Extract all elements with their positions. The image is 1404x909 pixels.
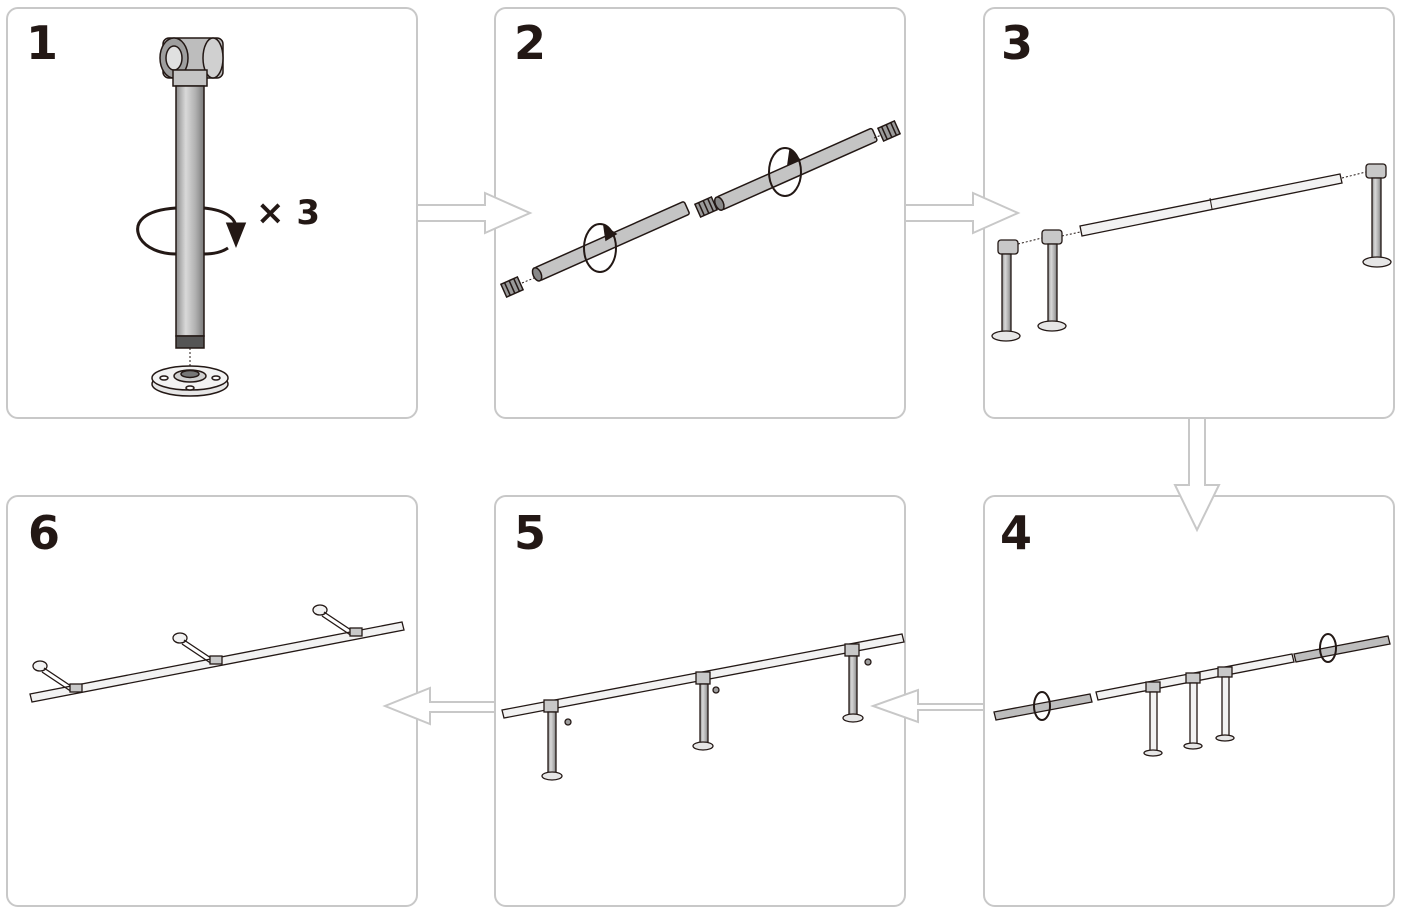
step-panel-6	[6, 495, 418, 907]
flow-arrow-down-icon	[1173, 419, 1221, 533]
step1-illustration	[136, 37, 247, 397]
flow-arrow-right-icon	[418, 191, 533, 235]
step-number-4: 4	[1000, 506, 1033, 560]
flow-arrow-left-icon	[382, 686, 494, 726]
step2-illustration	[499, 119, 902, 299]
step4-illustration	[993, 633, 1391, 757]
step-number-3: 3	[1001, 16, 1034, 70]
step-number-1: 1	[26, 16, 59, 70]
rotation-arrow-icon	[136, 206, 247, 256]
flow-arrow-left-icon	[870, 688, 983, 724]
step3-illustration	[991, 163, 1392, 342]
step1-multiplier-label: × 3	[256, 193, 320, 233]
flow-arrow-right-icon	[906, 191, 1021, 235]
step5-illustration	[501, 633, 905, 781]
step-number-2: 2	[514, 16, 547, 70]
step-number-5: 5	[514, 506, 547, 560]
step6-illustration	[29, 604, 405, 703]
step-number-6: 6	[28, 506, 61, 560]
